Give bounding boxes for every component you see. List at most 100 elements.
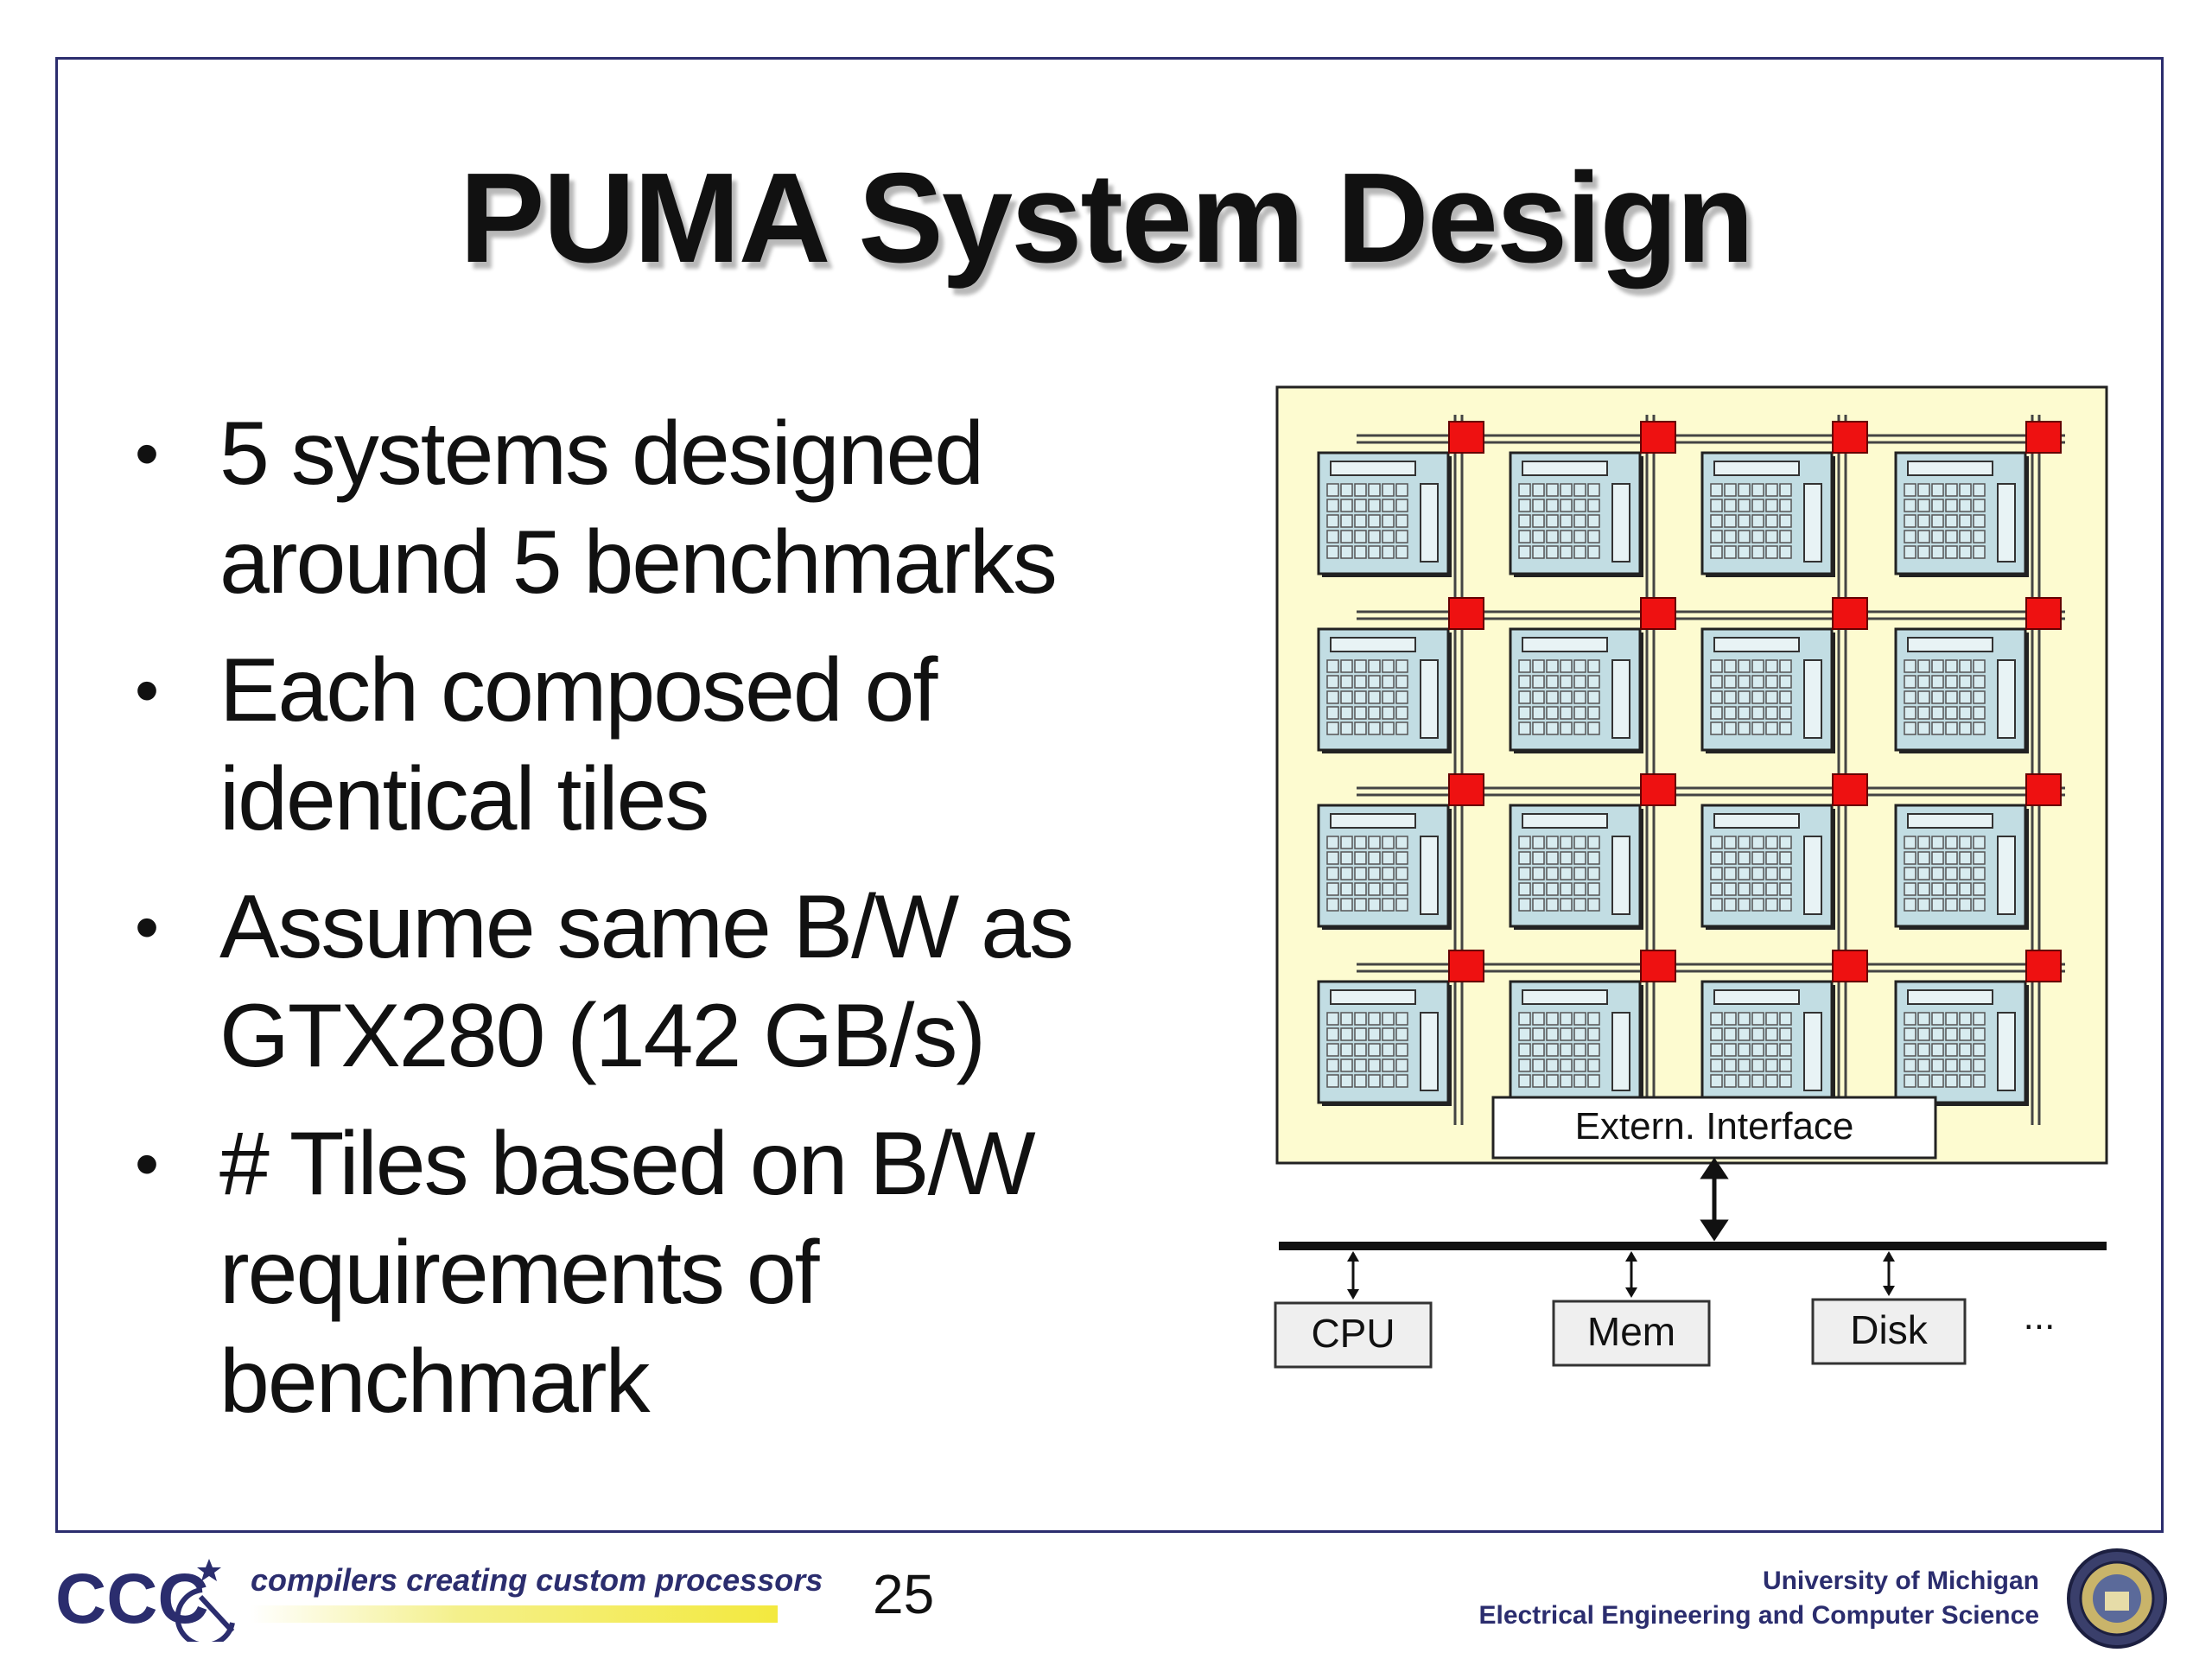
tile-cell — [1904, 690, 1916, 704]
tile-cell — [1532, 836, 1545, 849]
tile-cell — [1587, 1012, 1600, 1026]
tile-cell — [1560, 545, 1573, 559]
processing-tile — [1700, 627, 1835, 753]
tile-cell — [1395, 530, 1408, 543]
tile-cell — [1560, 851, 1573, 865]
tile-cell — [1779, 721, 1792, 735]
tile-cell — [1340, 721, 1353, 735]
tile-cell — [1751, 530, 1764, 543]
tile-cell — [1904, 882, 1916, 896]
tile-cell — [1904, 1074, 1916, 1088]
tile-cell — [1779, 659, 1792, 673]
tile-cell — [1573, 483, 1586, 497]
arrow-up-icon — [1347, 1251, 1359, 1262]
tile-header-bar — [1330, 461, 1416, 476]
tile-cell — [1573, 851, 1586, 865]
tile-cell — [1546, 483, 1559, 497]
tile-cell — [1518, 545, 1531, 559]
tile-cell — [1765, 706, 1778, 720]
tile-cell — [1973, 882, 1986, 896]
tile-cell — [1904, 706, 1916, 720]
tile-cell — [1724, 514, 1737, 528]
router-node — [2025, 950, 2062, 982]
tile-cell — [1765, 530, 1778, 543]
tile-cell — [1765, 1058, 1778, 1072]
tile-cell — [1945, 1043, 1958, 1057]
tile-cell — [1917, 721, 1930, 735]
tile-cell — [1738, 483, 1751, 497]
tile-cell — [1573, 1074, 1586, 1088]
university-name: University of Michigan — [1762, 1567, 2039, 1595]
tile-cell — [1724, 690, 1737, 704]
tile-header-bar — [1522, 989, 1608, 1005]
tile-cell — [1779, 898, 1792, 912]
tile-cell — [1931, 514, 1944, 528]
tile-cell — [1560, 1043, 1573, 1057]
tile-cell — [1546, 721, 1559, 735]
tile-cell — [1765, 721, 1778, 735]
bullet-item: • 5 systems designed around 5 benchmarks — [130, 399, 1210, 617]
tile-cell — [1917, 1043, 1930, 1057]
tile-cell — [1931, 1043, 1944, 1057]
tile-cell — [1959, 882, 1972, 896]
tile-side-bar — [1611, 836, 1630, 915]
tile-cell — [1973, 690, 1986, 704]
slide-frame — [55, 57, 2164, 1533]
tile-header-bar — [1522, 461, 1608, 476]
tile-cell — [1326, 545, 1339, 559]
tile-cell — [1560, 530, 1573, 543]
tile-cell — [1354, 483, 1367, 497]
tile-cell — [1959, 659, 1972, 673]
tile-side-bar — [1420, 836, 1439, 915]
router-node — [1640, 950, 1676, 982]
tile-cell — [1518, 898, 1531, 912]
tile-cell — [1904, 851, 1916, 865]
tile-cell — [1945, 1027, 1958, 1041]
tile-cell — [1931, 1058, 1944, 1072]
router-node — [1448, 597, 1484, 630]
bullet-dot-icon: • — [135, 1125, 159, 1202]
tile-cell — [1340, 659, 1353, 673]
bullet-line: around 5 benchmarks — [219, 512, 1058, 613]
tile-cell — [1354, 851, 1367, 865]
tile-side-bar — [1803, 1012, 1822, 1091]
tile-cell — [1395, 659, 1408, 673]
tile-cell — [1395, 514, 1408, 528]
tile-cell — [1354, 1058, 1367, 1072]
department-name: Electrical Engineering and Computer Scie… — [1478, 1601, 2039, 1630]
tile-cell — [1573, 721, 1586, 735]
tile-cell — [1904, 1043, 1916, 1057]
tile-cell — [1326, 1043, 1339, 1057]
tile-cell — [1340, 483, 1353, 497]
tile-cell — [1354, 675, 1367, 689]
tile-cell — [1587, 1043, 1600, 1057]
tile-cell — [1326, 659, 1339, 673]
tile-cell — [1354, 1012, 1367, 1026]
tile-cell — [1546, 898, 1559, 912]
processing-tile — [1509, 451, 1643, 577]
router-node — [1640, 421, 1676, 454]
tile-cell — [1340, 706, 1353, 720]
tile-cell — [1751, 721, 1764, 735]
tile-cell — [1532, 1074, 1545, 1088]
tile-cell — [1560, 1027, 1573, 1041]
tile-cell — [1959, 867, 1972, 880]
router-node — [1832, 421, 1868, 454]
tile-cell — [1532, 530, 1545, 543]
device-label: Mem — [1587, 1309, 1675, 1354]
tile-cell — [1368, 721, 1381, 735]
tile-cell — [1368, 499, 1381, 512]
tile-cell — [1340, 1043, 1353, 1057]
tile-cell — [1945, 836, 1958, 849]
tile-cell — [1904, 836, 1916, 849]
tile-cell — [1382, 659, 1395, 673]
bullet-line: # Tiles based on B/W — [219, 1114, 1036, 1214]
tile-cell — [1973, 851, 1986, 865]
tile-cell — [1382, 851, 1395, 865]
tile-cell — [1326, 851, 1339, 865]
tile-side-bar — [1997, 836, 2016, 915]
tile-cell — [1751, 898, 1764, 912]
tile-cell — [1573, 1027, 1586, 1041]
tile-cell — [1724, 721, 1737, 735]
tile-cell — [1904, 545, 1916, 559]
